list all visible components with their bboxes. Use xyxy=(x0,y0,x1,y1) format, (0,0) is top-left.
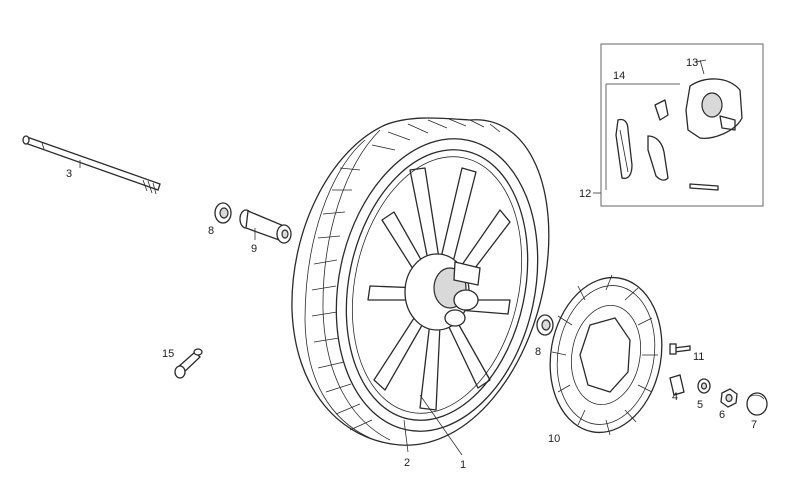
caliper-kit-box xyxy=(600,43,764,207)
axle xyxy=(22,135,161,195)
axle-cap xyxy=(746,392,768,416)
callout-12: 12 xyxy=(579,188,591,200)
wheel-assembly xyxy=(291,117,550,446)
callout-8-right: 8 xyxy=(535,346,541,358)
callout-15: 15 xyxy=(162,348,174,360)
nut xyxy=(720,388,738,408)
callout-10: 10 xyxy=(548,433,560,445)
callout-2: 2 xyxy=(404,457,410,469)
callout-3: 3 xyxy=(66,168,72,180)
leader-2 xyxy=(403,419,409,453)
bushing xyxy=(239,209,292,244)
callout-9: 9 xyxy=(251,243,257,255)
callout-4: 4 xyxy=(672,391,678,403)
callout-13: 13 xyxy=(686,57,698,69)
callout-labels: 1 2 3 4 5 6 7 8 8 9 10 11 12 13 14 15 xyxy=(66,57,757,471)
callout-11: 11 xyxy=(693,351,704,363)
leader-1 xyxy=(419,394,463,456)
callout-8-left: 8 xyxy=(208,225,214,237)
callout-1: 1 xyxy=(460,459,466,471)
brake-pads xyxy=(615,99,719,191)
spacer-left xyxy=(214,202,232,224)
tire-valve xyxy=(174,348,203,379)
callout-6: 6 xyxy=(719,409,725,421)
disc-bolt xyxy=(669,343,691,355)
callout-7: 7 xyxy=(751,419,757,431)
pads-bracket xyxy=(605,83,680,190)
spacer-right xyxy=(536,314,554,336)
brake-caliper xyxy=(685,59,743,139)
spacer-tube xyxy=(669,374,685,396)
callout-14: 14 xyxy=(613,70,625,82)
callout-5: 5 xyxy=(697,399,703,411)
brake-disc xyxy=(549,274,663,436)
washer xyxy=(697,378,711,394)
